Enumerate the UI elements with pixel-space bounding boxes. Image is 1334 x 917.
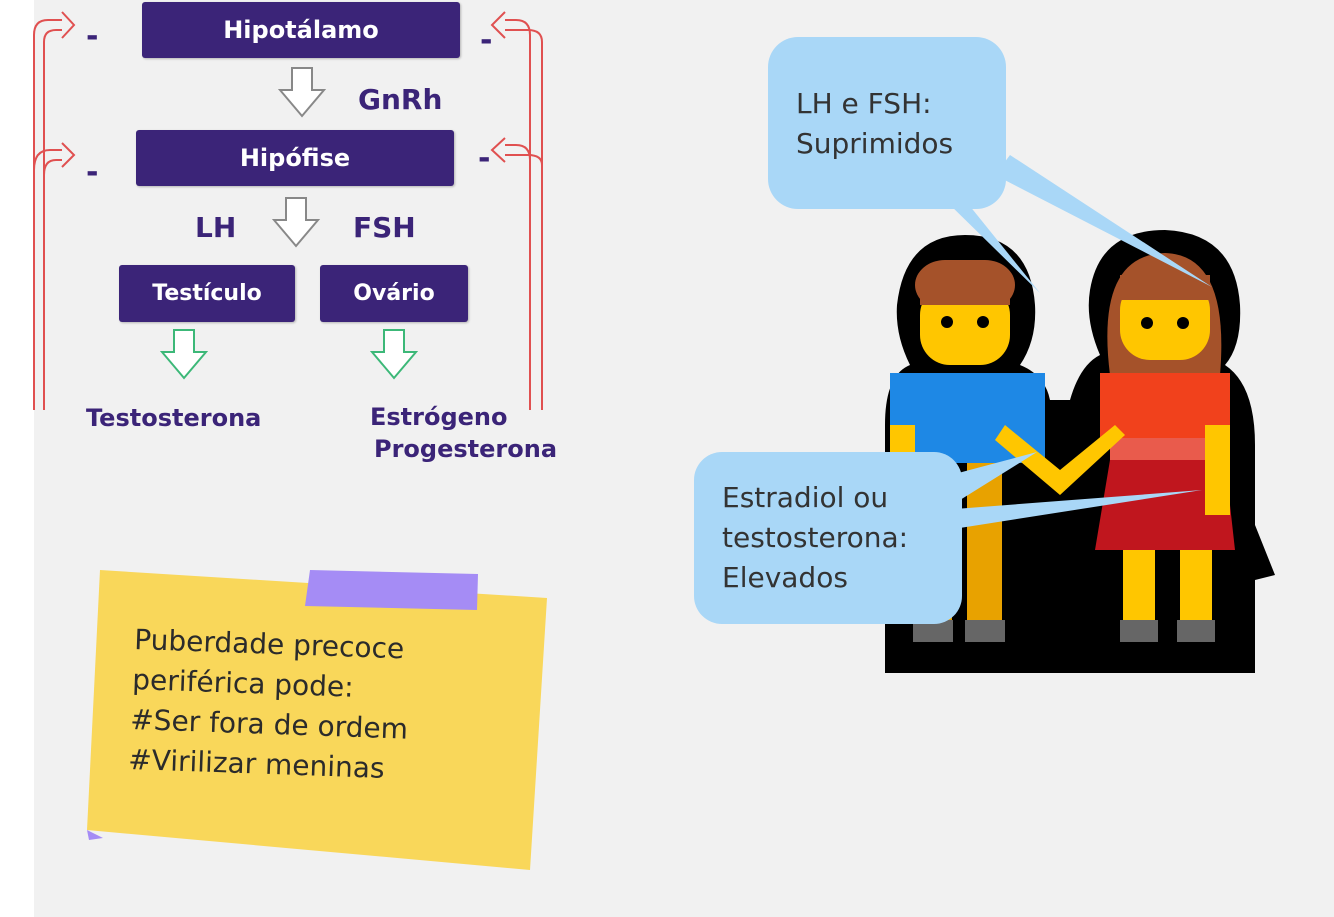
testosterone-label: Testosterona [86,404,262,432]
speech-bubble [694,452,1202,624]
bubble-top-line1: LH e FSH: [796,87,932,120]
fsh-label: FSH [353,211,416,244]
down-arrow-icon [160,329,209,380]
down-arrow-icon [272,197,321,248]
lh-label: LH [195,211,237,244]
progesterone-label: Progesterona [374,435,558,463]
ovary-box: Ovário [320,265,468,322]
feedback-minus: - [478,141,491,176]
bubble-bottom-line2: testosterona: [722,521,909,554]
sticky-note [87,570,547,870]
pituitary-box: Hipófise [136,130,454,186]
bubble-top-line2: Suprimidos [796,127,954,160]
testis-label: Testículo [152,281,262,306]
pituitary-label: Hipófise [239,144,351,172]
feedback-minus: - [86,155,99,190]
bubble-bottom-line3: Elevados [722,561,848,594]
estrogen-label: Estrógeno [370,403,508,431]
ovary-label: Ovário [353,281,435,306]
testis-box: Testículo [119,265,295,322]
hypothalamus-label: Hipotálamo [223,16,379,44]
down-arrow-icon [278,67,327,118]
feedback-minus: - [86,19,99,54]
family-emoji-icon [885,230,1275,673]
hypothalamus-box: Hipotálamo [142,2,460,58]
gnrh-label: GnRh [358,83,443,116]
feedback-minus: - [480,23,493,58]
down-arrow-icon [370,329,419,380]
bubble-bottom-line1: Estradiol ou [722,481,889,514]
speech-bubble [768,37,1212,293]
